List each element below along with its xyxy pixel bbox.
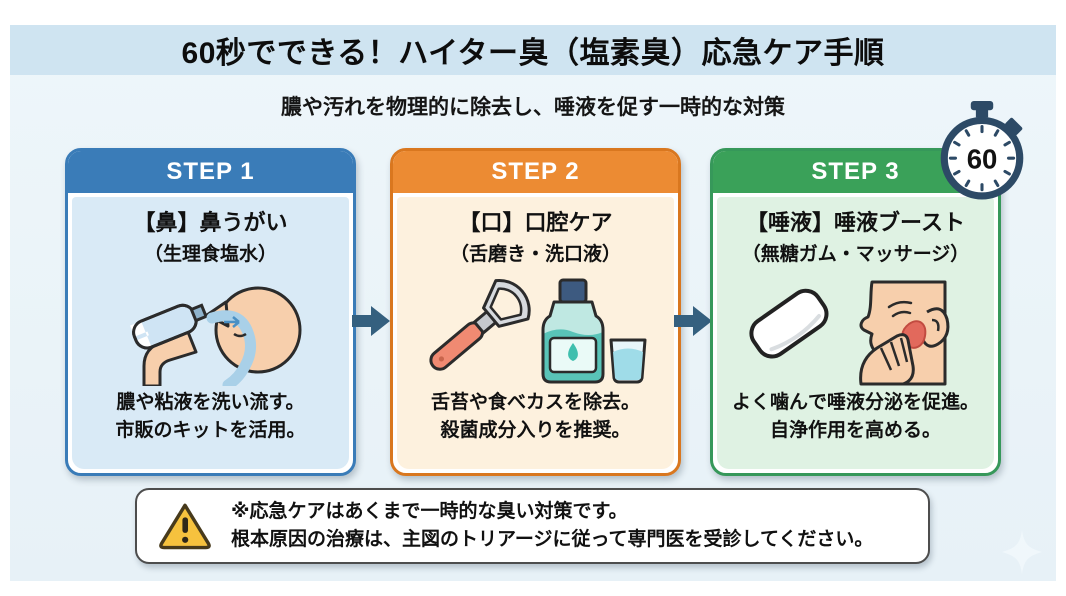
step1-description: 膿や粘液を洗い流す。 市販のキットを活用。 — [115, 389, 305, 444]
step3-description: よく噛んで唾液分泌を促進。 自浄作用を高める。 — [732, 389, 979, 444]
description-line: 殺菌成分入りを推奨。 — [440, 419, 631, 441]
stopwatch-icon: 60 — [931, 99, 1033, 201]
gum-chewing-massage-illustration — [721, 271, 990, 387]
subtitle: 膿や汚れを物理的に除去し、唾液を促す一時的な対策 — [281, 96, 785, 119]
notice-text: ※応急ケアはあくまで一時的な臭い対策です。 根本原因の治療は、主図のトリアージに… — [231, 498, 873, 555]
step2-label: STEP 2 — [491, 158, 580, 185]
step1-body: 【鼻】鼻うがい （生理食塩水） — [72, 197, 349, 469]
notice-line: 根本原因の治療は、主図のトリアージに従って専門医を受診してください。 — [231, 529, 874, 550]
description-line: 市販のキットを活用。 — [115, 419, 306, 441]
step3-label: STEP 3 — [811, 158, 900, 185]
step3-subtitle: （無糖ガム・マッサージ） — [741, 244, 970, 265]
step2-body: 【口】口腔ケア （舌磨き・洗口液） — [397, 197, 674, 469]
step3-title: 【唾液】唾液ブースト — [746, 210, 965, 235]
step3-body: 【唾液】唾液ブースト （無糖ガム・マッサージ） — [717, 197, 994, 469]
arrow-right-icon — [674, 306, 712, 336]
step2-title: 【口】口腔ケア — [458, 210, 613, 235]
notice-box: ※応急ケアはあくまで一時的な臭い対策です。 根本原因の治療は、主図のトリアージに… — [135, 488, 930, 564]
description-line: よく噛んで唾液分泌を促進。 — [731, 392, 979, 413]
description-line: 膿や粘液を洗い流す。 — [116, 392, 305, 413]
step1-title: 【鼻】鼻うがい — [133, 210, 288, 235]
step1-subtitle: （生理食塩水） — [143, 244, 277, 265]
notice-line: ※応急ケアはあくまで一時的な臭い対策です。 — [231, 500, 628, 522]
warning-triangle-icon — [159, 503, 211, 550]
nasal-rinse-illustration — [76, 271, 345, 387]
step1-header: STEP 1 — [68, 151, 353, 193]
description-line: 舌苔や食べカスを除去。 — [430, 392, 640, 413]
title-banner: 60秒でできる！ハイター臭（塩素臭）応急ケア手順 — [10, 25, 1056, 75]
infographic-canvas: 60秒でできる！ハイター臭（塩素臭）応急ケア手順 膿や汚れを物理的に除去し、唾液… — [10, 25, 1056, 581]
page-title: 60秒でできる！ハイター臭（塩素臭）応急ケア手順 — [181, 37, 885, 70]
step1-label: STEP 1 — [166, 158, 255, 185]
step2-card: STEP 2 【口】口腔ケア （舌磨き・洗口液） — [390, 148, 681, 476]
description-line: 自浄作用を高める。 — [769, 419, 941, 441]
step2-description: 舌苔や食べカスを除去。 殺菌成分入りを推奨。 — [431, 389, 640, 444]
step3-card: STEP 3 【唾液】唾液ブースト （無糖ガム・マッサージ） — [710, 148, 1001, 476]
sparkle-icon — [1002, 530, 1042, 574]
step2-subtitle: （舌磨き・洗口液） — [449, 244, 621, 265]
step1-card: STEP 1 【鼻】鼻うがい （生理食塩水） — [65, 148, 356, 476]
arrow-right-icon — [352, 306, 390, 336]
step2-header: STEP 2 — [393, 151, 678, 193]
stopwatch-seconds: 60 — [967, 143, 998, 174]
tongue-scraper-mouthwash-illustration — [401, 271, 670, 387]
